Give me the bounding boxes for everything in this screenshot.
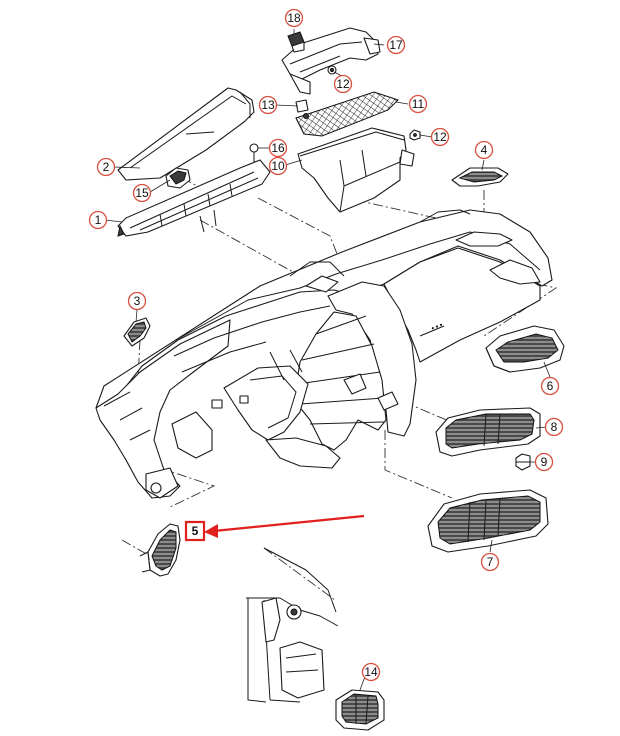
callout-13[interactable]: 13	[258, 95, 278, 115]
svg-text:● ● ●: ● ● ●	[431, 322, 444, 332]
callout-5-highlighted[interactable]: 5	[184, 520, 206, 542]
part-10-air-duct	[297, 127, 415, 213]
callout-17[interactable]: 17	[386, 35, 406, 55]
svg-text:6: 6	[547, 379, 554, 393]
svg-text:3: 3	[134, 294, 141, 308]
callout-12-right[interactable]: 12	[430, 127, 450, 147]
part-7-center-vent-lower	[427, 489, 549, 553]
part-17-bracket	[281, 27, 381, 95]
part-3-side-vent-left	[123, 317, 151, 347]
callout-8[interactable]: 8	[544, 417, 564, 437]
part-5-side-corner-vent	[139, 523, 181, 577]
callout-9[interactable]: 9	[534, 452, 554, 472]
part-8-center-vent-upper	[435, 407, 541, 457]
part-15-switch	[165, 167, 191, 189]
svg-text:12: 12	[433, 130, 447, 144]
svg-text:13: 13	[261, 98, 275, 112]
highlight-arrow	[204, 514, 365, 538]
callout-7[interactable]: 7	[480, 552, 500, 572]
svg-text:16: 16	[271, 141, 285, 155]
svg-text:1: 1	[95, 213, 102, 227]
svg-text:5: 5	[192, 524, 199, 538]
svg-text:14: 14	[364, 665, 378, 679]
part-1-cover-bracket	[117, 159, 271, 237]
part-11-mesh-cover	[295, 91, 399, 137]
part-14-footwell-vent	[335, 689, 385, 731]
callout-3[interactable]: 3	[127, 291, 147, 311]
part-9-nut	[515, 453, 531, 471]
svg-text:18: 18	[287, 11, 301, 25]
svg-text:11: 11	[412, 97, 425, 111]
callout-12-upper[interactable]: 12	[333, 74, 353, 94]
callout-1[interactable]: 1	[88, 210, 108, 230]
callout-6[interactable]: 6	[540, 376, 560, 396]
callout-15[interactable]: 15	[132, 183, 152, 203]
svg-text:2: 2	[103, 160, 110, 174]
part-12-nut-right	[409, 129, 421, 141]
svg-text:10: 10	[271, 159, 285, 173]
svg-text:12: 12	[336, 77, 350, 91]
callout-16[interactable]: 16	[268, 138, 288, 158]
callout-18[interactable]: 18	[284, 8, 304, 28]
svg-text:7: 7	[487, 555, 494, 569]
part-6-side-vent-right	[485, 325, 565, 373]
callout-14[interactable]: 14	[361, 662, 381, 682]
svg-text:4: 4	[481, 143, 488, 157]
part-16-screw	[249, 143, 259, 162]
part-13-clip	[295, 99, 309, 119]
svg-text:17: 17	[389, 38, 403, 52]
svg-text:15: 15	[135, 186, 149, 200]
callout-11[interactable]: 11	[408, 94, 428, 114]
part-4-defrost-vent	[451, 167, 509, 187]
footwell-inset	[246, 547, 339, 703]
part-2-upper-trim-panel	[117, 87, 255, 181]
callout-10[interactable]: 10	[268, 156, 288, 176]
svg-text:8: 8	[551, 420, 558, 434]
svg-text:9: 9	[541, 455, 548, 469]
callout-4[interactable]: 4	[474, 140, 494, 160]
part-18-switch-module	[287, 31, 305, 53]
callout-2[interactable]: 2	[96, 157, 116, 177]
dashboard-assembly: ● ● ●	[95, 209, 553, 499]
